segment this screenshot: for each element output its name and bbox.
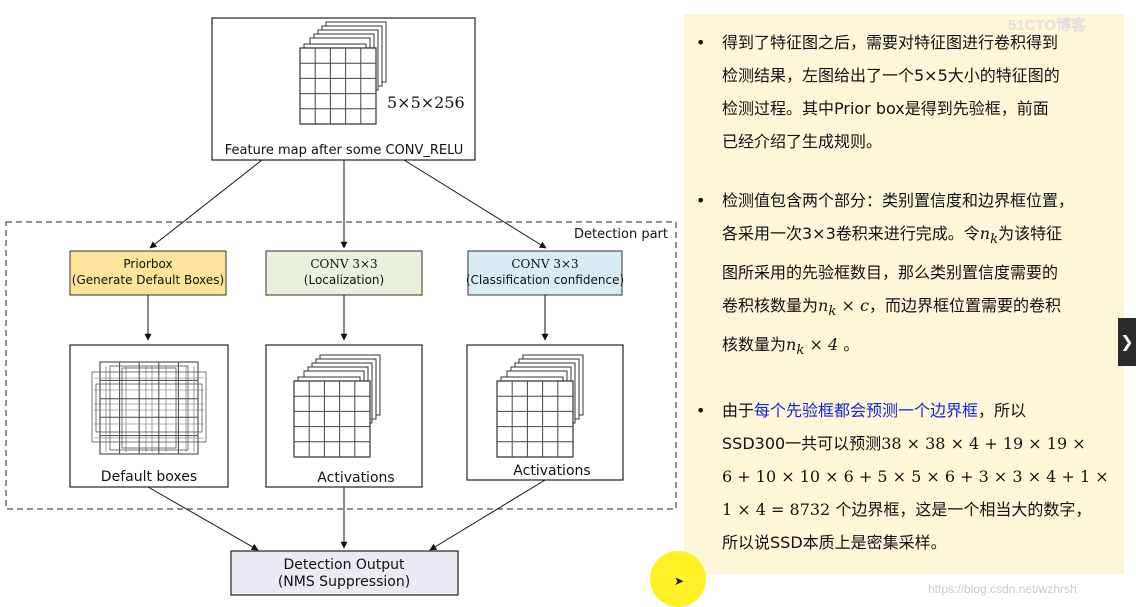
note-bullet-1: • 得到了特征图之后，需要对特征图进行卷积得到 检测结果，左图给出了一个5×5大…	[696, 26, 1116, 158]
note-2-line-5-text-a: 核数量为	[722, 335, 787, 355]
classification-activations-label: Activations	[513, 463, 590, 479]
feature-map-dims: 5×5×256	[387, 93, 465, 112]
conv-classification-subtitle: (Classification confidence)	[466, 273, 624, 287]
note-3-line-4: 1 × 4 = 8732 个边界框，这是一个相当大的数字，	[722, 493, 1116, 526]
note-2-line-1: 检测值包含两个部分：类别置信度和边界框位置，	[722, 191, 1075, 210]
note-2-line-5-text-b: 。	[838, 335, 860, 355]
note-2-line-2-text-b: 为该特征	[998, 224, 1063, 243]
priorbox-box	[69, 250, 227, 296]
conv-localization-title: CONV 3×3	[310, 257, 377, 271]
note-3-line-3: 6 + 10 × 10 × 6 + 5 × 5 × 6 + 3 × 3 × 4 …	[722, 460, 1116, 493]
detection-output-subtitle: (NMS Suppression)	[278, 574, 410, 590]
note-3-line-1-text-b: ，所以	[978, 400, 1027, 420]
conv-localization-subtitle: (Localization)	[304, 273, 384, 287]
notes-panel: • 得到了特征图之后，需要对特征图进行卷积得到 检测结果，左图给出了一个5×5大…	[684, 14, 1124, 574]
math-formula-part-2: 6 + 10 × 10 × 6 + 5 × 5 × 6 + 3 × 3 × 4 …	[722, 466, 1109, 486]
note-3-line-1-text-a: 由于	[722, 400, 755, 420]
note-2-line-4-text-a: 卷积核数量为	[722, 296, 819, 316]
math-nk-4: nk × 4	[786, 335, 839, 359]
conv-classification-box	[467, 250, 623, 296]
note-2-line-2-text-a: 各采用一次3×3卷积来进行完成。令	[722, 224, 980, 243]
bullet-dot: •	[696, 191, 706, 210]
priorbox-title: Priorbox	[123, 257, 172, 271]
bullet-dot: •	[696, 33, 706, 52]
note-2-line-4-text-b: ，而边界框位置需要的卷积	[868, 296, 1061, 316]
detection-output-box	[230, 550, 459, 596]
note-bullet-2: • 检测值包含两个部分：类别置信度和边界框位置， 各采用一次3×3卷积来进行完成…	[696, 184, 1116, 368]
highlighted-phrase: 每个先验框都会预测一个边界框	[754, 400, 979, 420]
note-3-line-5: 所以说SSD本质上是密集采样。	[722, 532, 947, 552]
note-3-line-2: SSD300一共可以预测38 × 38 × 4 + 19 × 19 ×	[722, 427, 1116, 460]
conv-classification-title: CONV 3×3	[511, 257, 578, 271]
note-3-line-1: 由于每个先验框都会预测一个边界框，所以	[722, 394, 1116, 427]
note-1-line-2: 检测结果，左图给出了一个5×5大小的特征图的	[722, 66, 1060, 85]
math-nk: nk	[979, 224, 999, 248]
conv-localization-box	[265, 250, 423, 296]
detection-part-region	[5, 221, 677, 510]
detection-output-title: Detection Output	[283, 557, 405, 573]
corner-logo: 51CTO博客	[1008, 17, 1087, 34]
note-3-line-2-text-a: SSD300一共可以预测	[722, 433, 882, 453]
feature-map-label: Feature map after some CONV_RELU	[225, 143, 463, 158]
priorbox-subtitle: (Generate Default Boxes)	[72, 273, 224, 287]
cursor-highlight	[650, 551, 706, 607]
math-nk-c: nk × c	[818, 296, 869, 320]
note-bullet-3: • 由于每个先验框都会预测一个边界框，所以 SSD300一共可以预测38 × 3…	[696, 394, 1116, 559]
math-formula-part-1: 38 × 38 × 4 + 19 × 19 ×	[881, 433, 1086, 453]
note-2-line-4: 卷积核数量为nk × c，而边界框位置需要的卷积	[722, 289, 1116, 328]
default-boxes-grid-icon	[91, 361, 207, 455]
note-2-line-2: 各采用一次3×3卷积来进行完成。令nk为该特征	[722, 217, 1116, 256]
note-1-line-4: 已经介绍了生成规则。	[722, 132, 883, 151]
note-1-line-1: 得到了特征图之后，需要对特征图进行卷积得到	[722, 33, 1059, 52]
watermark: https://blog.csdn.net/wzhrsh	[928, 582, 1077, 596]
next-slide-arrow-icon[interactable]: ❯	[1118, 318, 1136, 366]
note-2-line-5: 核数量为nk × 4 。	[722, 328, 1116, 367]
default-boxes-label: Default boxes	[101, 469, 197, 485]
localization-activations-label: Activations	[317, 470, 394, 486]
note-2-line-3: 图所采用的先验框数目，那么类别置信度需要的	[722, 263, 1059, 283]
note-3-line-4-text-b: 个边界框，这是一个相当大的数字，	[830, 499, 1092, 519]
bullet-dot: •	[696, 400, 706, 420]
mouse-cursor-icon: ➤	[674, 574, 685, 588]
math-formula-part-3: 1 × 4 = 8732	[722, 499, 831, 519]
ssd-detection-diagram: 5×5×256 Feature map after some CONV_RELU…	[5, 17, 677, 596]
note-1-line-3: 检测过程。其中Prior box是得到先验框，前面	[722, 99, 1049, 118]
detection-part-label: Detection part	[574, 227, 668, 242]
